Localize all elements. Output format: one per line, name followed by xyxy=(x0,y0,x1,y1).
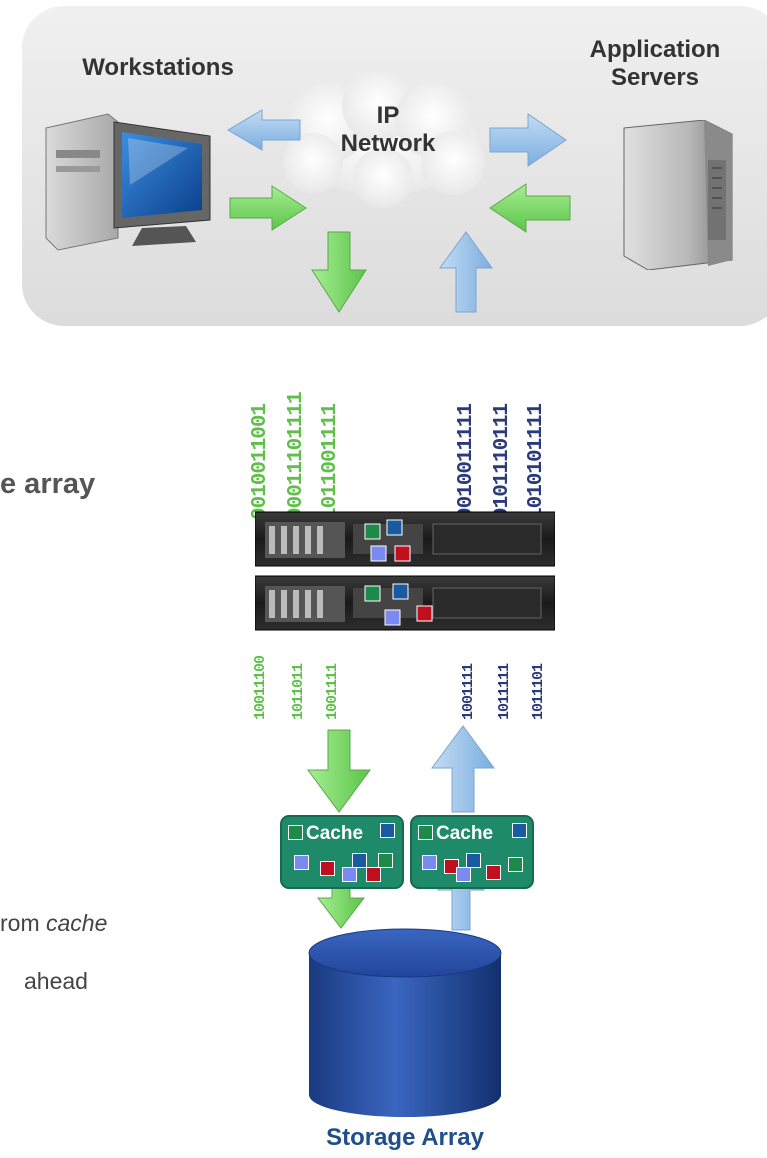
data-block xyxy=(466,853,481,868)
data-block xyxy=(342,867,357,882)
storage-array-label: Storage Array xyxy=(326,1124,484,1151)
partial-heading: e array xyxy=(0,468,96,500)
partial-line-1: rom cache xyxy=(0,910,108,936)
arrow-left-green xyxy=(489,183,571,233)
bit-column-10: 1001111 xyxy=(460,663,477,720)
desktop-computer-icon xyxy=(45,113,211,251)
storage-cylinder-icon xyxy=(308,928,502,1117)
bit-column-4: 0010011111 xyxy=(455,403,478,520)
data-block xyxy=(456,867,471,882)
app-servers-label: Application Servers xyxy=(589,36,721,91)
arrow-down-green-mid xyxy=(307,729,371,813)
cache-label-left: Cache xyxy=(306,823,364,844)
arrow-up-blue-mid xyxy=(431,725,495,813)
data-block xyxy=(294,855,309,870)
rack-appliance-icon xyxy=(255,511,555,631)
arrow-up-blue-top xyxy=(439,231,493,313)
arrow-left-blue xyxy=(227,109,301,151)
data-block xyxy=(512,823,527,838)
data-block xyxy=(486,865,501,880)
bit-column-2: 00011101111 xyxy=(285,392,308,520)
partial-line-2: ahead xyxy=(24,968,88,994)
cache-box-right: Cache xyxy=(410,815,534,889)
bit-column-9: 1001111 xyxy=(324,663,341,720)
data-block xyxy=(444,859,459,874)
ip-network-label: IP Network xyxy=(340,102,436,157)
bit-column-7: 10011100 xyxy=(252,655,269,720)
data-block xyxy=(320,861,335,876)
bit-column-8: 1011011 xyxy=(290,663,307,720)
bit-column-11: 1011111 xyxy=(496,663,513,720)
data-block xyxy=(508,857,523,872)
cloud-icon xyxy=(283,70,485,208)
bit-column-3: 1011001111 xyxy=(319,403,342,520)
arrow-down-green-top xyxy=(311,231,367,313)
arrow-right-blue xyxy=(489,113,567,167)
data-block xyxy=(380,823,395,838)
tower-server-icon xyxy=(623,120,733,270)
workstations-label: Workstations xyxy=(82,54,234,81)
data-block xyxy=(366,867,381,882)
data-block xyxy=(422,855,437,870)
bit-column-5: 0101110111 xyxy=(491,403,514,520)
arrow-right-green xyxy=(229,185,307,231)
data-block xyxy=(288,825,303,840)
bit-column-12: 1011101 xyxy=(530,663,547,720)
cache-box-left: Cache xyxy=(280,815,404,889)
bit-column-1: 0010011001 xyxy=(249,403,272,520)
data-block xyxy=(352,853,367,868)
bit-column-6: 1010101111 xyxy=(525,403,548,520)
data-block xyxy=(418,825,433,840)
data-block xyxy=(378,853,393,868)
cache-label-right: Cache xyxy=(436,823,494,844)
